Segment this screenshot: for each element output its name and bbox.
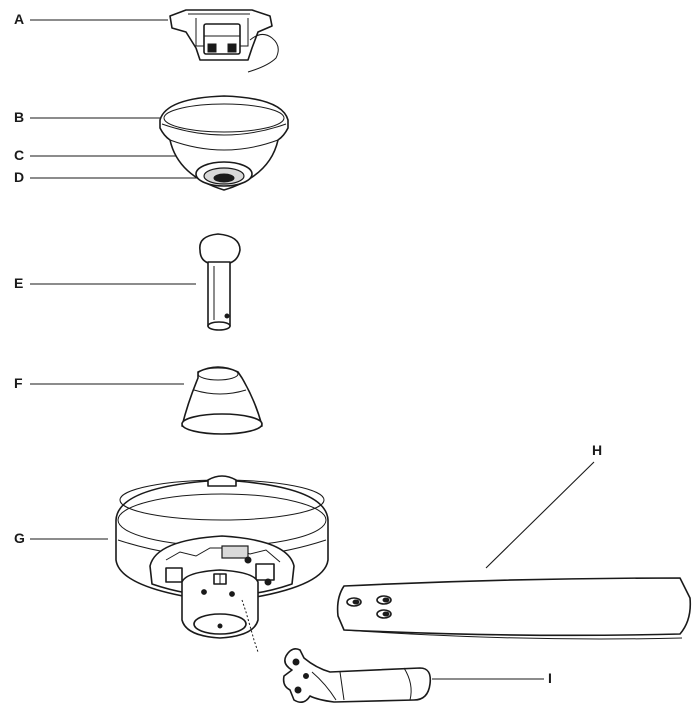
coupling-cover (181, 366, 263, 435)
label-c: C (14, 147, 24, 163)
label-d: D (14, 169, 24, 185)
label-i: I (548, 670, 552, 686)
label-h: H (592, 442, 602, 458)
label-b: B (14, 109, 24, 125)
leader-h (485, 461, 595, 569)
label-g: G (14, 530, 25, 546)
fan-blade (336, 577, 692, 640)
label-e: E (14, 275, 23, 291)
blade-arm (282, 648, 432, 704)
mounting-bracket (169, 9, 279, 73)
label-a: A (14, 11, 24, 27)
canopy (159, 95, 289, 191)
downrod (199, 233, 241, 331)
label-f: F (14, 375, 23, 391)
motor-housing (115, 475, 329, 653)
